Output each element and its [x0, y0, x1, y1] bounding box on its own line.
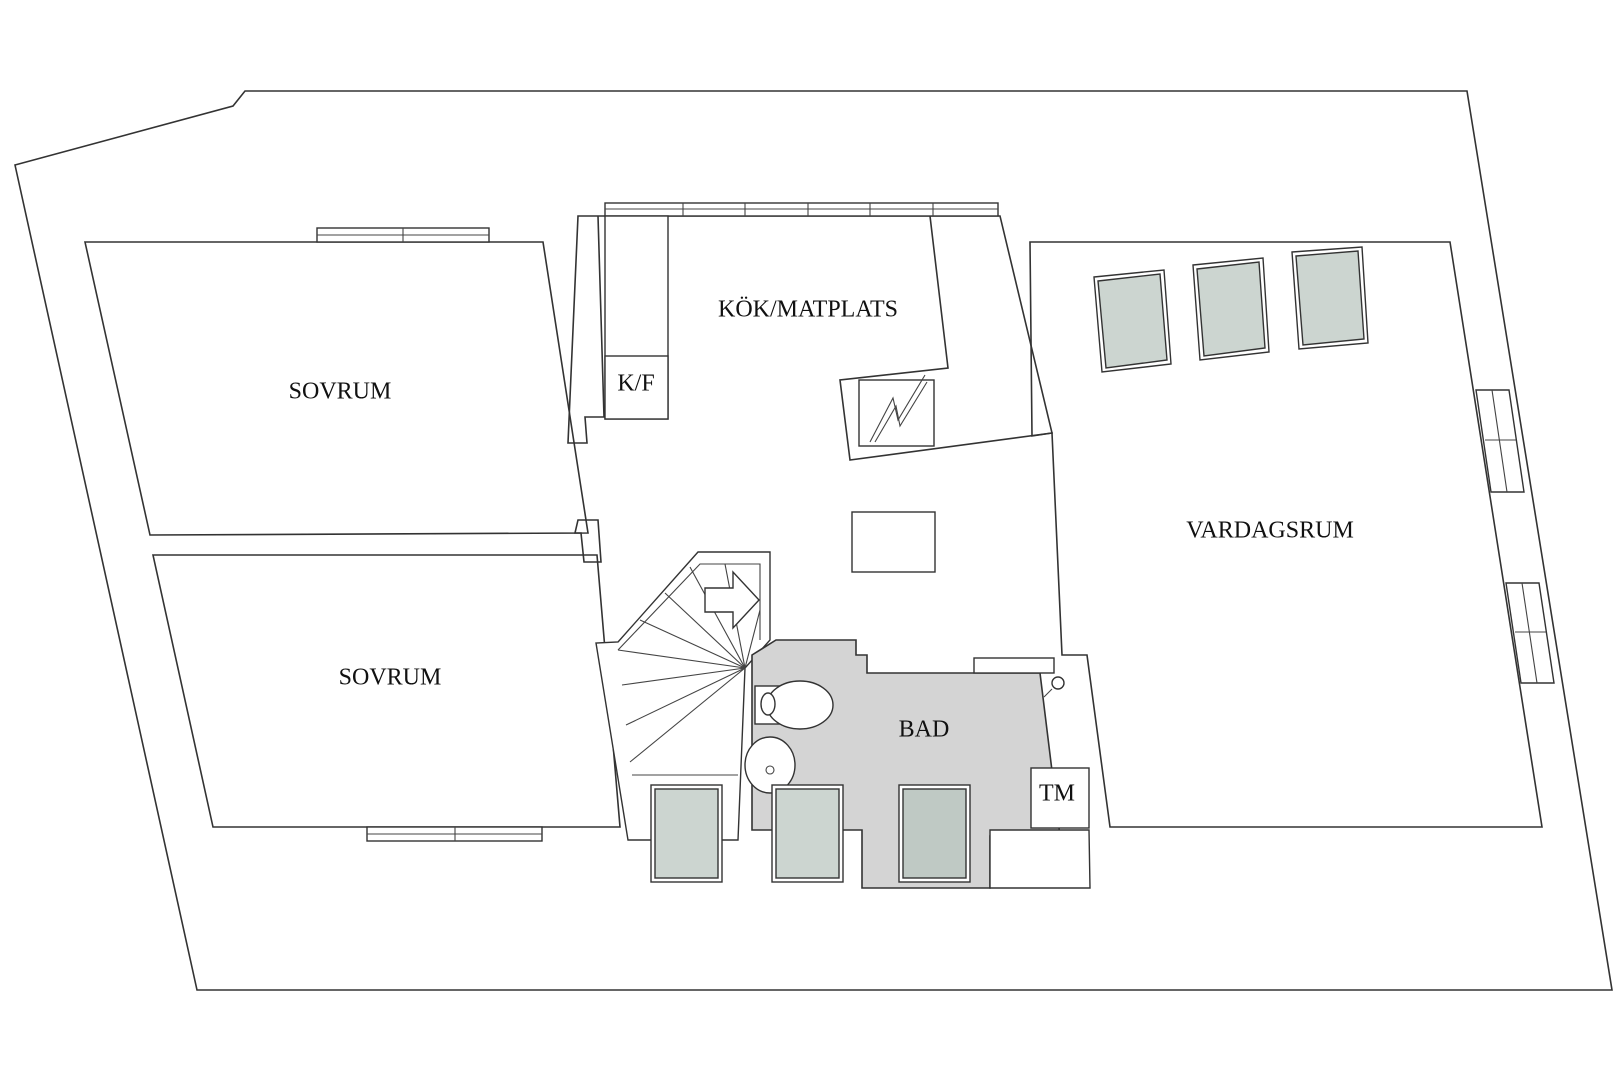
sink-icon [744, 736, 796, 794]
bathroom-skylight-2 [898, 784, 971, 883]
bathroom-lower-wall [989, 829, 1091, 889]
shower-icon [1043, 676, 1065, 698]
label-sovrum-top: SOVRUM [289, 379, 392, 405]
living-window-lower [1505, 582, 1555, 684]
staircase [595, 551, 771, 841]
stair-window [650, 784, 723, 883]
toilet-icon [754, 680, 834, 730]
fridge-freezer [604, 355, 669, 420]
chimney [851, 511, 936, 573]
label-bad: BAD [899, 717, 950, 743]
stove-icon [858, 374, 935, 447]
arrow-right-icon [704, 570, 760, 630]
living-window-upper [1475, 389, 1525, 493]
washing-machine [1030, 767, 1090, 829]
label-vardagsrum: VARDAGSRUM [1186, 518, 1354, 544]
skylight-3 [1291, 246, 1369, 350]
skylight-1 [1093, 269, 1172, 373]
skylight-2 [1192, 257, 1270, 361]
outer-wall [14, 90, 1613, 991]
living-room-outline [1029, 241, 1543, 828]
wall-stub [573, 519, 602, 563]
label-tm: TM [1039, 781, 1075, 807]
kitchen-window [604, 202, 999, 217]
bathroom-shelf [973, 657, 1055, 674]
bathroom-skylight-1 [771, 784, 844, 883]
label-kf: K/F [617, 371, 654, 397]
bedroom-bottom-window [366, 826, 543, 842]
bedroom-top-window [316, 227, 490, 243]
bedroom-bottom-outline [152, 554, 621, 828]
label-sovrum-bottom: SOVRUM [339, 665, 442, 691]
label-kok-matplats: KÖK/MATPLATS [718, 297, 898, 323]
